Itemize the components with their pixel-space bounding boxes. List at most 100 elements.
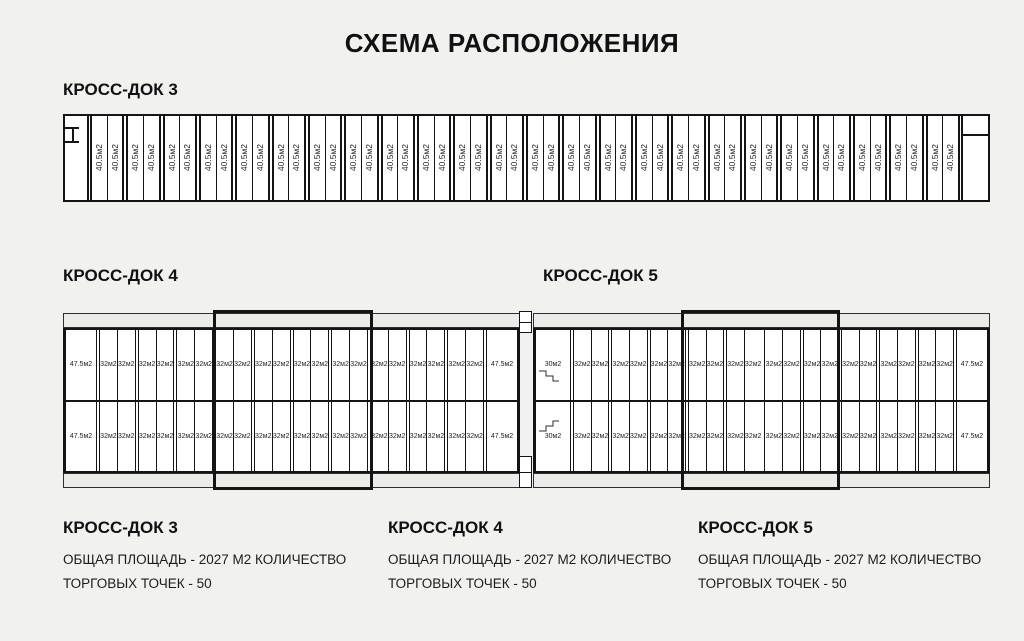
- unit-cell: 40.5м2: [615, 116, 631, 200]
- unit-area-label: 32м2: [448, 432, 466, 440]
- unit-area-label: 32м2: [371, 361, 388, 369]
- unit-cell: 32м2: [612, 401, 629, 471]
- dock-band-top: [63, 313, 520, 328]
- unit-cell: 32м2: [232, 330, 251, 400]
- unit-cell: 32м2: [448, 330, 466, 400]
- unit-cell: 32м2: [803, 401, 821, 471]
- unit-cell: 32м2: [803, 330, 821, 400]
- unit-cell: 40.5м2: [324, 116, 341, 200]
- unit-area-label: 40.5м2: [348, 144, 359, 172]
- unit-cell: 32м2: [177, 330, 195, 400]
- unit-cell: 40.5м2: [397, 116, 413, 200]
- unit-cell: 32м2: [935, 401, 953, 471]
- unit-cell: 47.5м2: [65, 401, 97, 471]
- unit-area-label: 32м2: [765, 432, 783, 440]
- unit-cell: 40.5м2: [782, 116, 797, 200]
- unit-area-label: 32м2: [254, 432, 272, 440]
- unit-cell: 40.5м2: [760, 116, 777, 200]
- unit-area-label: 30м2: [544, 361, 562, 369]
- unit-area-label: 32м2: [427, 361, 445, 369]
- unit-area-label: 32м2: [591, 432, 609, 440]
- unit-area-label: 32м2: [254, 361, 272, 369]
- unit-area-label: 32м2: [668, 432, 685, 440]
- unit-cell: 32м2: [271, 401, 290, 471]
- unit-cell: 47.5м2: [955, 330, 988, 400]
- legend-title: КРОСС-ДОК 5: [698, 518, 813, 537]
- unit-area-label: 40.5м2: [856, 144, 867, 172]
- unit-cell: 32м2: [387, 330, 406, 400]
- unit-area-label: 32м2: [898, 432, 915, 440]
- unit-cell: 40.5м2: [687, 116, 704, 200]
- unit-area-label: 32м2: [898, 361, 915, 369]
- unit-cell: 32м2: [727, 401, 744, 471]
- unit-area-label: 40.5м2: [639, 144, 649, 172]
- unit-area-label: 40.5м2: [654, 144, 665, 172]
- unit-area-label: 32м2: [783, 432, 800, 440]
- unit-cell: 32м2: [842, 330, 859, 400]
- unit-area-label: 40.5м2: [473, 144, 484, 172]
- unit-cell: 32м2: [116, 401, 135, 471]
- legend-title: КРОСС-ДОК 4: [388, 518, 503, 537]
- unit-area-label: 32м2: [612, 361, 629, 369]
- unit-cell: 47.5м2: [486, 401, 519, 471]
- unit-cell: 32м2: [465, 330, 484, 400]
- page-title: СХЕМА РАСПОЛОЖЕНИЯ: [344, 28, 680, 58]
- unit-area-label: 40.5м2: [291, 144, 302, 172]
- unit-cell: 32м2: [349, 401, 367, 471]
- stairs-icon: [539, 370, 559, 381]
- unit-area-label: 32м2: [765, 361, 783, 369]
- unit-area-label: 40.5м2: [820, 144, 831, 172]
- heading-crossdock5: КРОСС-ДОК 5: [543, 266, 658, 285]
- unit-area-label: 32м2: [272, 432, 290, 440]
- dock-band-bottom: [63, 473, 520, 488]
- unit-cell: 40.5м2: [251, 116, 268, 200]
- unit-cell: 32м2: [574, 330, 591, 400]
- unit-cell: 40.5м2: [433, 116, 450, 200]
- unit-cell: 40.5м2: [418, 116, 434, 200]
- unit-cell: 32м2: [332, 401, 350, 471]
- unit-area-label: 32м2: [118, 432, 135, 440]
- unit-area-label: 32м2: [350, 361, 367, 369]
- unit-area-label: 40.5м2: [384, 144, 395, 172]
- heading-crossdock3: КРОСС-ДОК 3: [63, 80, 178, 99]
- end-cell-divider: [963, 134, 988, 136]
- unit-area-label: 32м2: [744, 361, 762, 369]
- unit-area-label: 32м2: [612, 432, 629, 440]
- unit-area-label: 40.5м2: [675, 144, 686, 172]
- unit-area-label: 32м2: [293, 361, 311, 369]
- unit-cell: 32м2: [842, 401, 859, 471]
- unit-area-label: 32м2: [216, 361, 233, 369]
- unit-cell: 32м2: [705, 330, 724, 400]
- unit-cell: 32м2: [409, 330, 427, 400]
- dock-band-bottom: [533, 473, 990, 488]
- unit-area-label: 30м2: [544, 432, 562, 440]
- unit-area-label: 32м2: [706, 432, 724, 440]
- unit-area-label: 40.5м2: [799, 144, 810, 172]
- unit-area-label: 32м2: [350, 432, 367, 440]
- unit-cell: 40.5м2: [891, 116, 906, 200]
- unit-cell: 30м2: [535, 330, 571, 400]
- unit-area-label: 32м2: [918, 432, 936, 440]
- unit-area-label: 40.5м2: [146, 144, 157, 172]
- unit-cell: 40.5м2: [164, 116, 180, 200]
- unit-cell: 32м2: [310, 330, 329, 400]
- unit-area-label: 40.5м2: [203, 144, 214, 172]
